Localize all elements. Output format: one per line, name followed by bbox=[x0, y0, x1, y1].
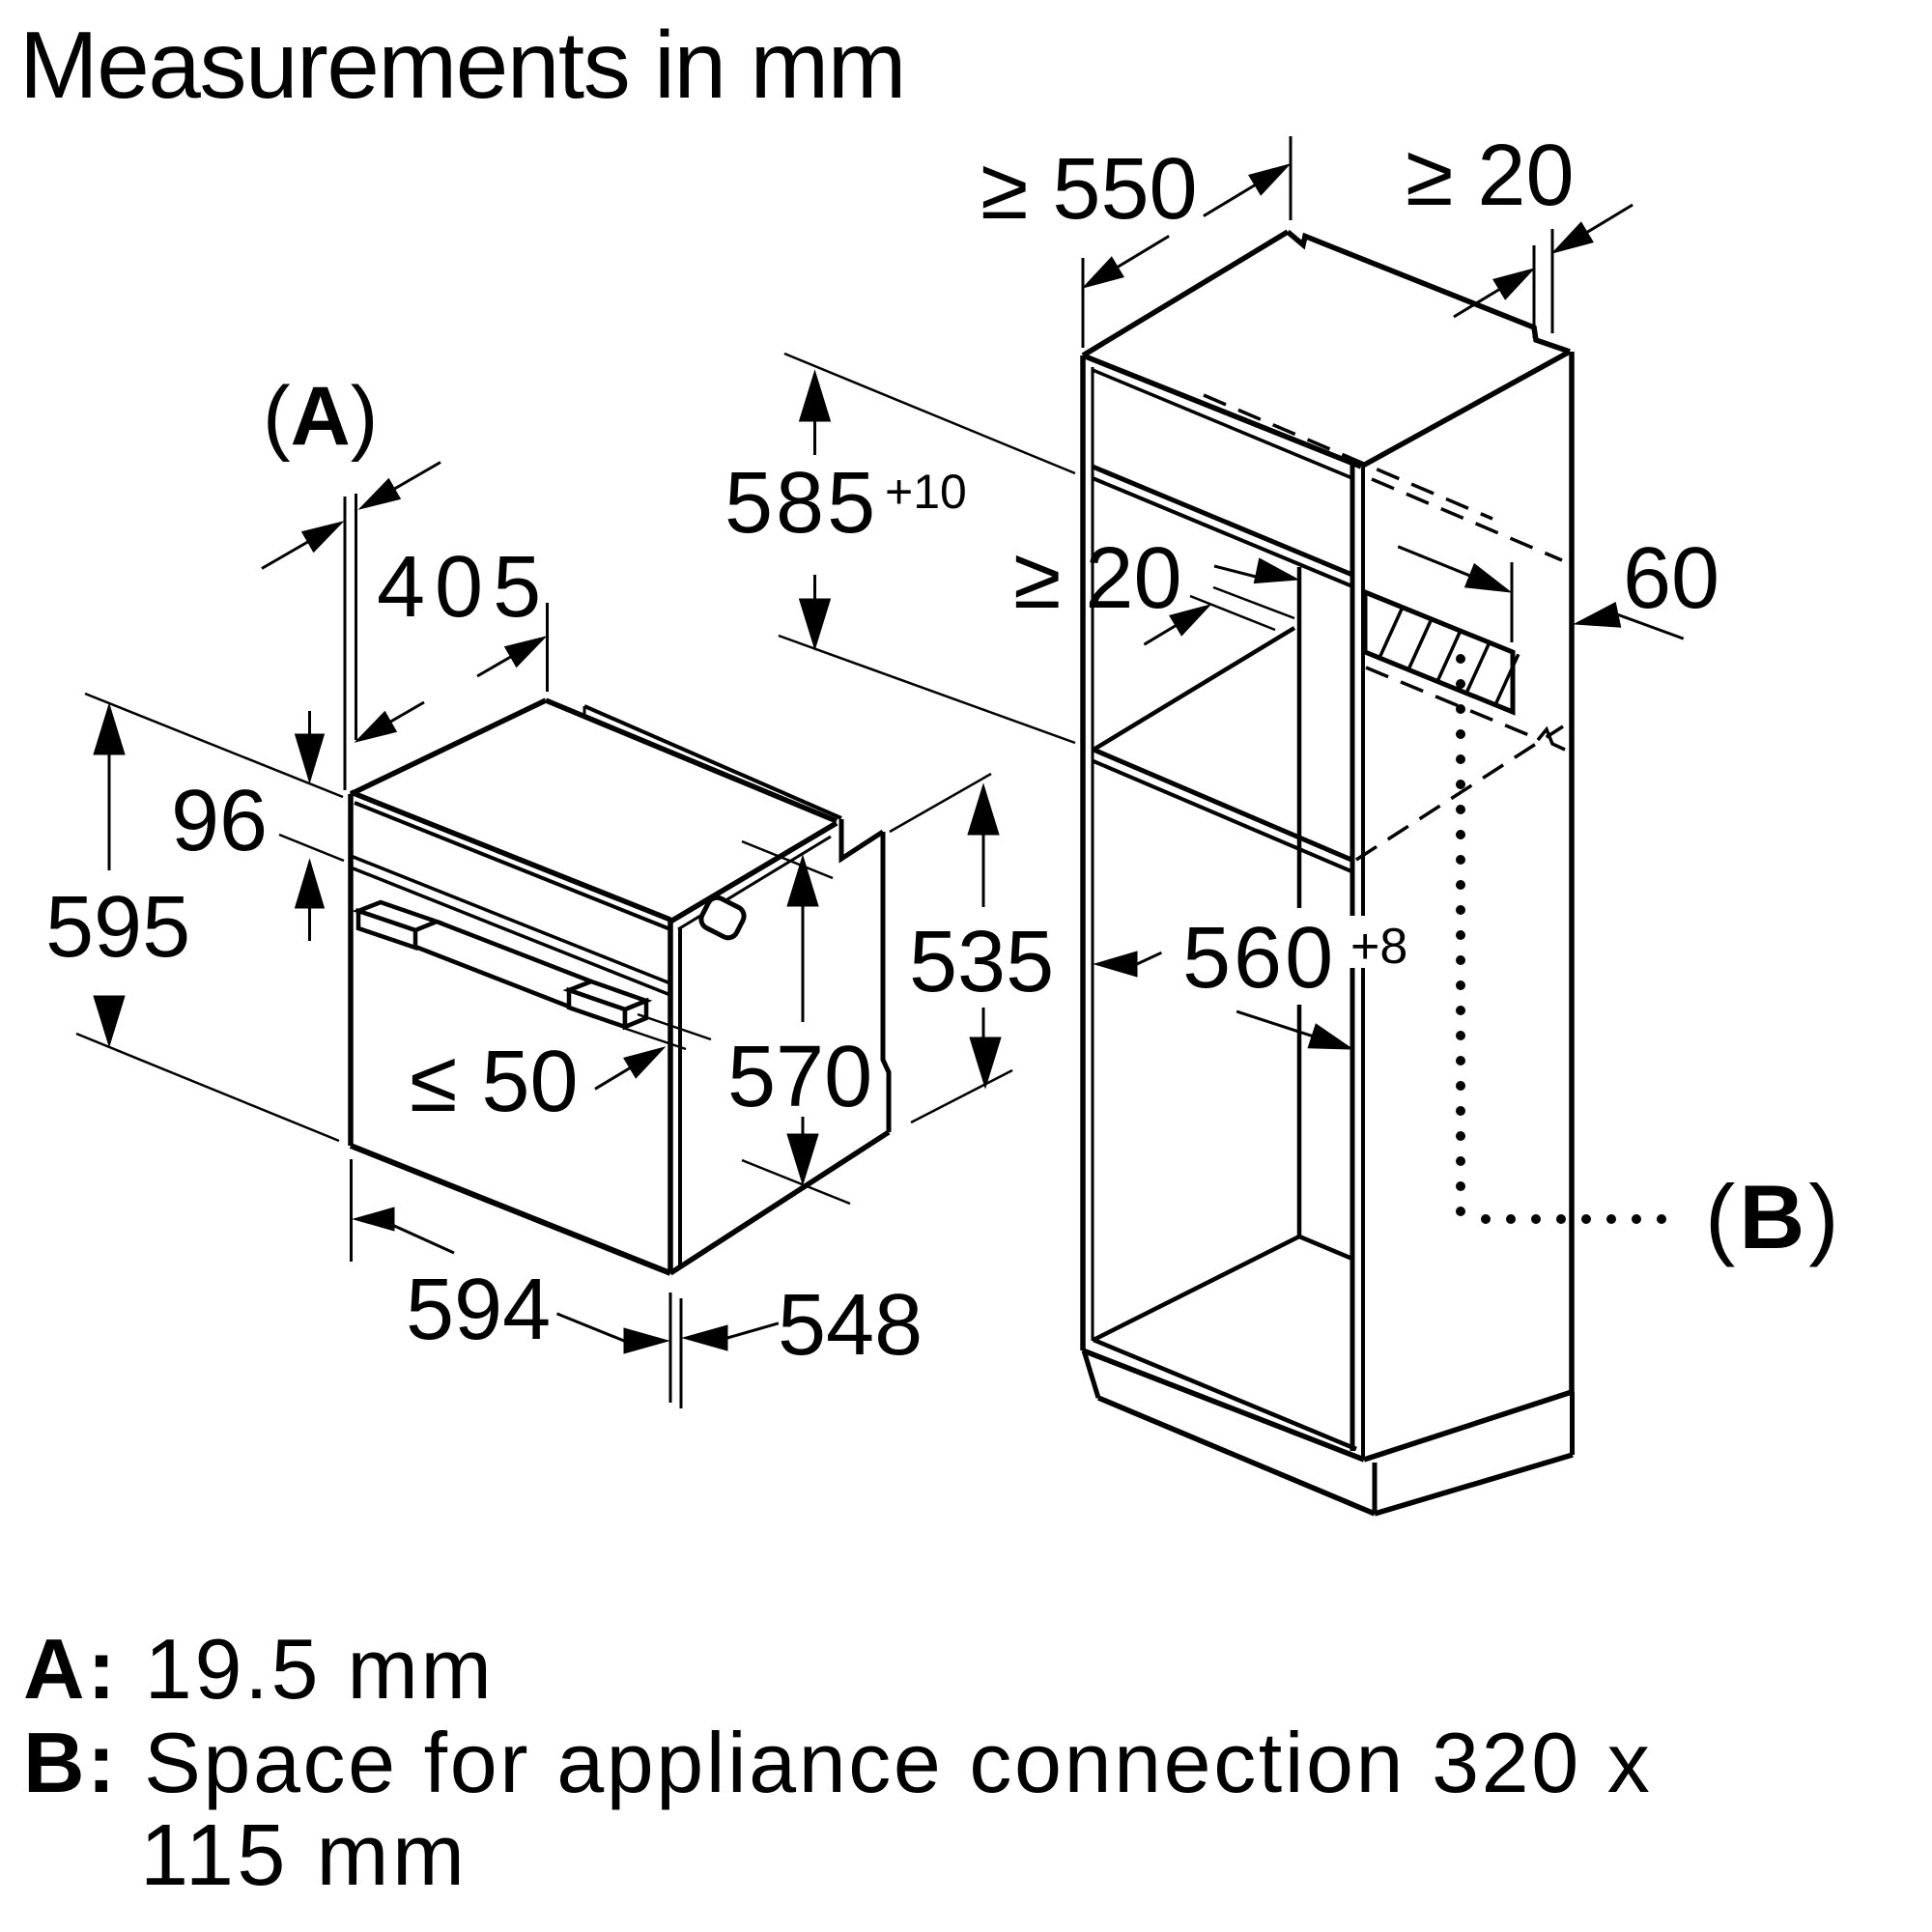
svg-text:60: 60 bbox=[1623, 530, 1719, 627]
svg-text:≤ 50: ≤ 50 bbox=[410, 1034, 579, 1130]
svg-text:+8: +8 bbox=[1350, 919, 1407, 975]
svg-text:548: 548 bbox=[778, 1277, 923, 1374]
svg-text:570: 570 bbox=[727, 1029, 872, 1125]
svg-text:96: 96 bbox=[171, 773, 268, 869]
svg-text:(B): (B) bbox=[1705, 1166, 1843, 1267]
svg-text:115 mm: 115 mm bbox=[140, 1807, 468, 1904]
svg-text:A: 19.5 mm: A: 19.5 mm bbox=[23, 1621, 495, 1717]
svg-text:595: 595 bbox=[45, 879, 190, 976]
svg-text:(A): (A) bbox=[263, 370, 378, 463]
svg-text:Measurements in mm: Measurements in mm bbox=[19, 12, 905, 118]
svg-text:≥ 20: ≥ 20 bbox=[1406, 128, 1575, 224]
svg-text:405: 405 bbox=[377, 539, 551, 636]
svg-text:594: 594 bbox=[406, 1262, 551, 1358]
svg-text:585: 585 bbox=[724, 455, 878, 552]
svg-text:B: Space for appliance connect: B: Space for appliance connection 320 x bbox=[23, 1715, 1652, 1810]
svg-text:560: 560 bbox=[1182, 910, 1336, 1007]
svg-text:≥ 20: ≥ 20 bbox=[1013, 530, 1182, 627]
svg-text:≥ 550: ≥ 550 bbox=[980, 141, 1198, 238]
svg-text:+10: +10 bbox=[885, 465, 967, 519]
svg-text:535: 535 bbox=[909, 914, 1054, 1010]
